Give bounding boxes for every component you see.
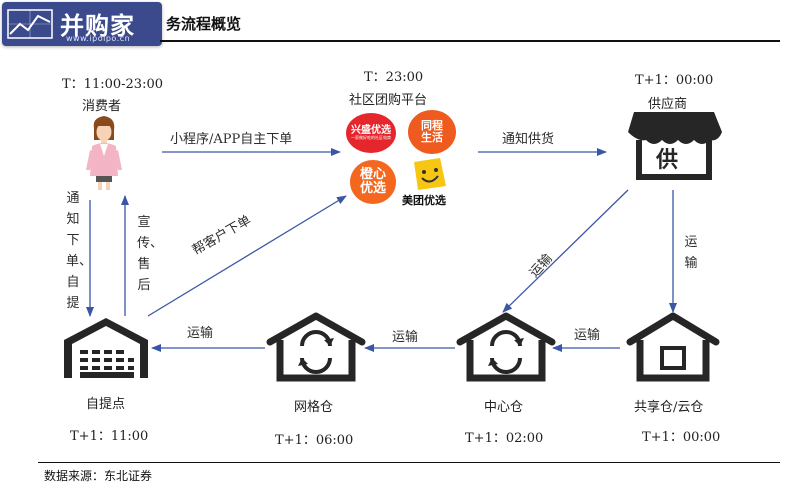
pickup-warehouse-icon (64, 318, 148, 378)
source-note: 数据来源：东北证券 (44, 469, 153, 483)
center-warehouse-time: T+1：02:00 (465, 431, 544, 446)
arrow-pickup-to-platform (147, 195, 347, 317)
edge-notify-pickup-label: 通知下单、自提 (66, 191, 93, 311)
grid-warehouse-icon (266, 312, 366, 382)
pickup-time: T+1：11:00 (70, 429, 149, 444)
shared-warehouse-label: 共享仓/云仓 (634, 400, 704, 415)
arrow-supplier-to-center (502, 189, 629, 313)
flow-arrows (86, 148, 677, 352)
xingsheng-slogan: 一家做好吃的社区电商 (351, 135, 391, 141)
meituan-logo-icon (414, 158, 446, 190)
xingsheng-logo: 兴盛优选 一家做好吃的社区电商 (346, 113, 396, 153)
consumer-label: 消费者 (82, 99, 122, 114)
edge-transport-down-label: 运输 (684, 235, 698, 271)
chengxin-logo: 橙心 优选 (350, 160, 396, 204)
supplier-time: T+1：00:00 (635, 73, 714, 88)
chengxin-line2: 优选 (359, 181, 386, 196)
consumer-time: T：11:00-23:00 (62, 77, 163, 92)
consumer-person-icon (86, 116, 122, 190)
logo: 并购家 www.ipoipo.cn (2, 2, 162, 46)
supplier-sign: 供 (656, 147, 679, 173)
grid-warehouse-label: 网格仓 (294, 400, 334, 415)
shared-warehouse-time: T+1：00:00 (642, 430, 721, 445)
edge-transport-1-label: 运输 (574, 328, 601, 343)
bottom-rule (38, 462, 780, 463)
meituan-label: 美团优选 (402, 194, 446, 207)
center-warehouse-icon (456, 312, 556, 382)
supplier-label: 供应商 (648, 97, 688, 112)
xingsheng-name: 兴盛优选 (351, 125, 391, 137)
tongcheng-line1: 同程 (421, 118, 443, 132)
logo-chart-icon (7, 9, 53, 39)
center-warehouse-label: 中心仓 (484, 400, 524, 415)
supplier-store-icon (628, 112, 722, 180)
grid-warehouse-time: T+1：06:00 (275, 433, 354, 448)
platform-label: 社区团购平台 (349, 93, 428, 108)
edge-transport-3-label: 运输 (187, 326, 214, 341)
logo-text: 并购家 (60, 12, 135, 40)
edge-notify-supply-label: 通知供货 (502, 132, 555, 147)
figure-title: 务流程概览 (166, 15, 242, 33)
edge-promote-label: 宣传、售后 (137, 215, 164, 293)
tongcheng-line2: 生活 (421, 131, 443, 144)
top-rule (160, 40, 780, 42)
edge-transport-2-label: 运输 (392, 330, 419, 345)
pickup-label: 自提点 (86, 397, 126, 412)
edge-order-label: 小程序/APP自主下单 (170, 132, 293, 147)
logo-url: www.ipoipo.cn (66, 34, 131, 43)
shared-warehouse-icon (626, 312, 720, 382)
platform-time: T：23:00 (364, 70, 424, 85)
tongcheng-logo: 同程 生活 (408, 110, 456, 154)
chengxin-line1: 橙心 (359, 166, 386, 182)
